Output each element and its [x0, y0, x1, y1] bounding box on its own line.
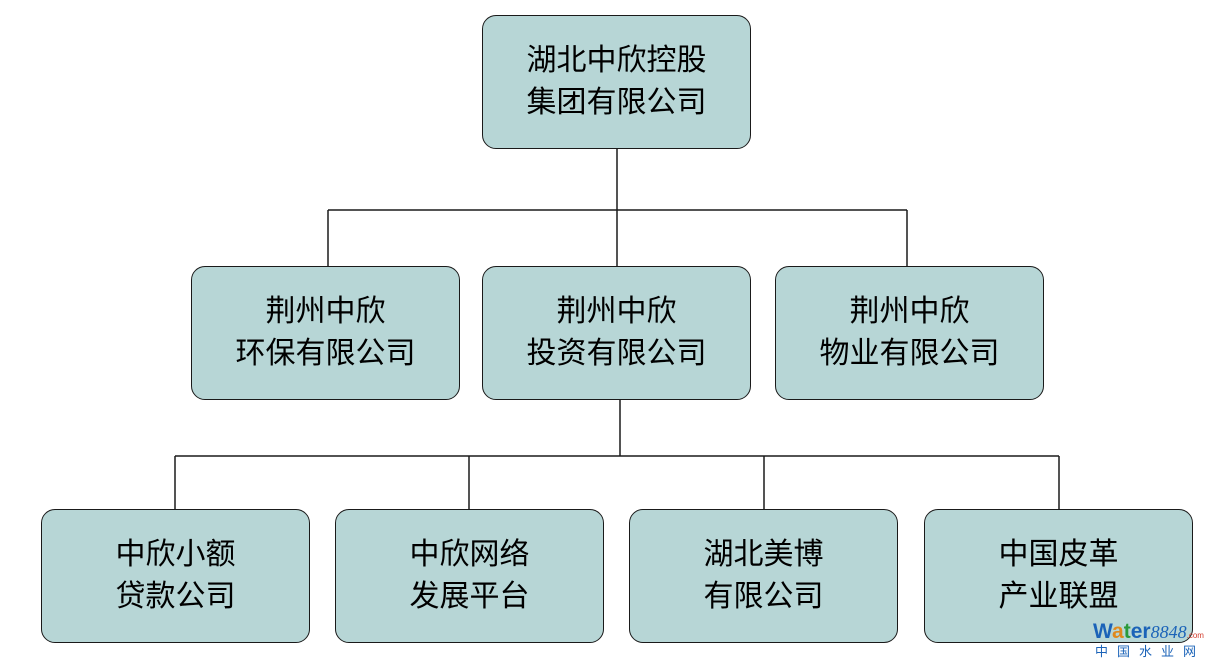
node-label-line1: 湖北中欣控股	[526, 43, 707, 78]
node-label-line2: 有限公司	[703, 579, 824, 614]
node-label-line1: 荆州中欣	[849, 294, 970, 329]
node-label-line1: 中欣小额	[115, 537, 236, 572]
node-label-line1: 湖北美博	[703, 537, 824, 572]
watermark-subtitle: 中国水业网	[1095, 645, 1206, 660]
watermark-logo: Water8848.com 中国水业网	[1093, 621, 1218, 665]
node-label-line1: 荆州中欣	[556, 294, 677, 329]
node-label-line2: 贷款公司	[115, 579, 236, 614]
node-label-line2: 发展平台	[409, 579, 530, 614]
node-label-line1: 荆州中欣	[265, 294, 386, 329]
node-label-line2: 集团有限公司	[526, 85, 707, 120]
node-label-line2: 投资有限公司	[526, 336, 707, 371]
node-label-line1: 中国皮革	[998, 537, 1119, 572]
node-label-line2: 物业有限公司	[819, 336, 1000, 371]
node-environmental-company: 荆州中欣 环保有限公司	[191, 266, 460, 400]
node-meibo-company: 湖北美博 有限公司	[629, 509, 898, 643]
node-network-platform: 中欣网络 发展平台	[335, 509, 604, 643]
node-label-line1: 中欣网络	[409, 537, 530, 572]
node-microloan-company: 中欣小额 贷款公司	[41, 509, 310, 643]
watermark-logo-text: Water8848.com	[1093, 620, 1204, 643]
node-leather-alliance: 中国皮革 产业联盟	[924, 509, 1193, 643]
node-investment-company: 荆州中欣 投资有限公司	[482, 266, 751, 400]
node-label-line2: 环保有限公司	[235, 336, 416, 371]
node-holding-group: 湖北中欣控股 集团有限公司	[482, 15, 751, 149]
node-property-company: 荆州中欣 物业有限公司	[775, 266, 1044, 400]
node-label-line2: 产业联盟	[998, 579, 1119, 614]
